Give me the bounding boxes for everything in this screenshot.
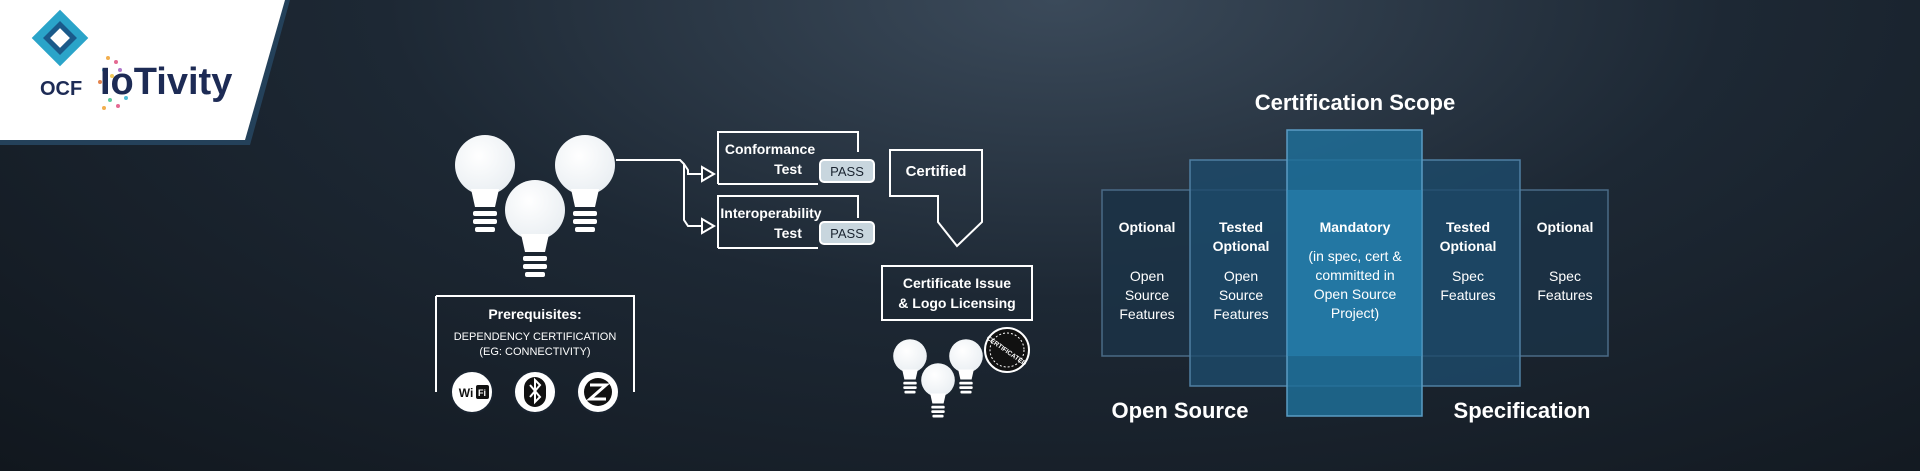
scope-col1-body3: Features: [1119, 306, 1174, 322]
logo-panel: OCF IoTivity: [0, 0, 290, 145]
scope-col3-body1: (in spec, cert &: [1308, 248, 1402, 264]
scope-col3-body3: Open Source: [1314, 286, 1397, 302]
zigbee-icon: [576, 370, 620, 414]
scope-col1-body2: Source: [1125, 287, 1170, 303]
scope-col3-body2: committed in: [1315, 267, 1394, 283]
certified-label: Certified: [906, 163, 967, 180]
wifi-icon-label-fi: Fi: [478, 388, 486, 398]
scope-col3-head: Mandatory: [1320, 219, 1391, 235]
conformance-line2: Test: [774, 161, 802, 177]
scope-col2-body3: Features: [1213, 306, 1268, 322]
iotivity-wordmark: IoTivity: [100, 61, 232, 103]
scope-col2-head2: Optional: [1213, 238, 1270, 254]
scope-col2-body1: Open: [1224, 268, 1258, 284]
certificate-issue-box: Certificate Issue & Logo Licensing: [881, 265, 1033, 321]
bulb-icon: [893, 339, 927, 394]
bulb-icon: [505, 180, 565, 277]
bulb-icon: [555, 135, 615, 232]
scope-col5-body2: Features: [1537, 287, 1592, 303]
certificate-line1: Certificate Issue: [903, 275, 1011, 291]
certified-pennant: Certified: [889, 149, 983, 248]
pass-badge: PASS: [819, 159, 875, 183]
open-source-label: Open Source: [1112, 398, 1249, 423]
certificate-line2: & Logo Licensing: [898, 295, 1015, 311]
interop-line2: Test: [774, 225, 802, 241]
certified-bulb-cluster: CERTIFICATED: [893, 327, 1030, 418]
conformance-line1: Conformance: [725, 141, 815, 157]
conformance-pass-label: PASS: [830, 164, 864, 179]
bluetooth-icon: [513, 370, 557, 414]
conformance-test-box: Conformance Test PASS: [717, 131, 875, 185]
scope-col2-body2: Source: [1219, 287, 1264, 303]
interop-line1: Interoperability: [720, 205, 821, 221]
scope-panel-mandatory: [1286, 129, 1423, 417]
bulb-icon: [949, 339, 983, 394]
interoperability-test-box: Interoperability Test PASS: [717, 195, 875, 249]
ocf-wordmark: OCF: [40, 78, 82, 100]
scope-col1-body1: Open: [1130, 268, 1164, 284]
iotivity-dots-decoration: [98, 56, 128, 110]
scope-col4-head1: Tested: [1446, 219, 1490, 235]
prerequisites-line2: (EG: CONNECTIVITY): [479, 346, 590, 358]
certificated-seal-icon: CERTIFICATED: [984, 327, 1030, 373]
scope-col4-body2: Features: [1440, 287, 1495, 303]
pass-badge: PASS: [819, 221, 875, 245]
scope-col5-body1: Spec: [1549, 268, 1581, 284]
scope-col4-head2: Optional: [1440, 238, 1497, 254]
prerequisites-line1: DEPENDENCY CERTIFICATION: [454, 331, 617, 343]
scope-col2-head1: Tested: [1219, 219, 1263, 235]
prerequisites-box: Prerequisites: DEPENDENCY CERTIFICATION …: [435, 295, 635, 414]
flow-arrows: [616, 159, 716, 235]
scope-title: Certification Scope: [1255, 90, 1455, 115]
ocf-logo-icon: [31, 9, 89, 67]
certification-scope: Certification Scope Optional Open Source…: [1101, 90, 1609, 423]
wifi-icon-label-wi: Wi: [459, 386, 474, 400]
scope-col1-head: Optional: [1119, 219, 1176, 235]
scope-col5-head: Optional: [1537, 219, 1594, 235]
wifi-icon: Wi Fi: [450, 370, 494, 414]
bulb-icon: [921, 363, 955, 418]
interop-pass-label: PASS: [830, 226, 864, 241]
scope-col4-body1: Spec: [1452, 268, 1484, 284]
specification-label: Specification: [1454, 398, 1591, 423]
scope-panel-mandatory-core: [1287, 190, 1422, 356]
bulb-icon: [455, 135, 515, 232]
prerequisites-title: Prerequisites:: [488, 306, 581, 322]
devices-bulb-cluster: [455, 135, 615, 277]
scope-col3-body4: Project): [1331, 305, 1379, 321]
